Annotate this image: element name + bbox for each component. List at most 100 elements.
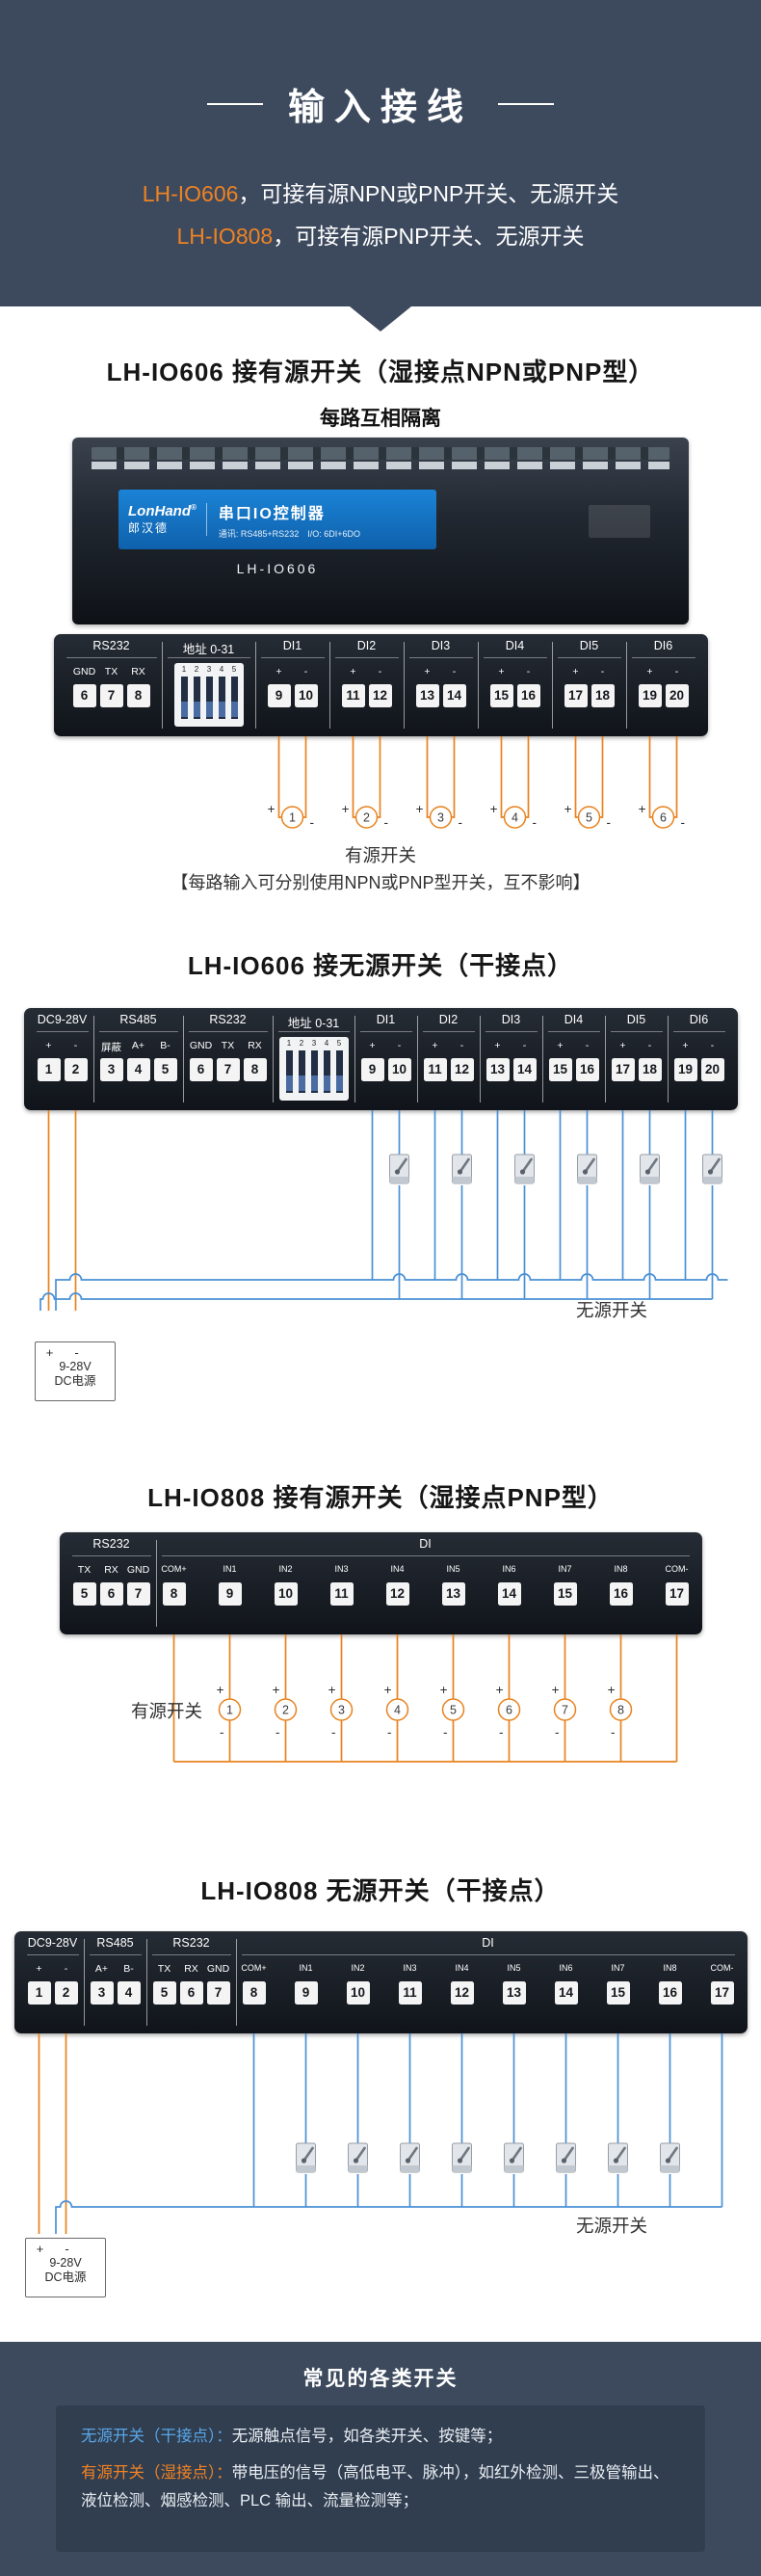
title-divider-right [498,102,554,105]
terminal-9: 9 [360,1058,384,1081]
bus-line-minus [39,1292,713,1311]
device-spec: 通讯: RS485+RS232 I/O: 6DI+6DO [218,528,360,539]
terminal-17: 17 [564,684,588,707]
active-switch-term: 有源开关（湿接点）： [81,2463,232,2482]
terminal-sub-label: A+ [94,1963,109,1975]
terminal-sub-label: + [350,666,356,677]
dip-number: 4 [219,665,224,674]
terminal-sub-label: GND [126,1564,150,1576]
terminal-sub-label: + [432,1040,438,1051]
dip-handle [298,1076,305,1091]
group-separator [625,642,627,729]
group-separator [604,1016,606,1102]
terminal-1: 1 [37,1058,61,1081]
dip-number: 2 [194,665,199,674]
switch-number: 2 [363,811,370,825]
toggle-switch-icon [514,1154,535,1184]
switch-number: 4 [512,811,518,825]
terminal-sub-label: 屏蔽 [101,1042,121,1053]
terminal-sub-label: IN3 [334,1564,349,1574]
group-separator [416,1016,418,1102]
terminal-18: 18 [638,1058,662,1081]
minus-sign: - [459,815,463,830]
plus-sign: + [639,802,646,816]
terminal-group: DI5+17-18 [553,634,626,736]
terminal-group: DC9-28V+1-2 [32,1008,93,1110]
dip-number: 1 [181,665,187,674]
terminal-9: 9 [294,1981,318,2005]
brand-name: LonHand [128,503,191,519]
terminal-20: 20 [665,684,689,707]
switch-circle [280,806,304,829]
terminal-sub-label: TX [157,1963,171,1975]
title-divider-left [206,102,263,105]
dip-slot [335,1050,343,1093]
toggle-switch-icon [504,2142,524,2173]
wiring-io808-passive [38,2033,723,2234]
power-plus: + [45,1345,54,1360]
wire-plus [648,736,653,818]
group-label: DC9-28V [37,1013,88,1026]
toggle-switch-icon [556,2142,576,2173]
group-label: RS232 [209,1013,247,1026]
bus-line [55,2200,722,2234]
group-separator [667,1016,669,1102]
terminal-13: 13 [441,1582,465,1606]
terminal-16: 16 [575,1058,599,1081]
terminal-sub-label: IN5 [446,1564,460,1574]
group-separator [477,642,479,729]
group-divider-line [277,1031,350,1032]
wire-plus [352,736,356,818]
terminal-sub-label: - [459,1040,464,1051]
terminal-13: 13 [502,1981,526,2005]
terminal-sub-label: GND [206,1963,230,1975]
group-label: RS232 [172,1936,210,1950]
device-connector-row [92,447,669,460]
terminal-sub-label: COM- [710,1963,734,1973]
section2-title: LH-IO606 接无源开关（干接点） [187,951,574,980]
dc-power-supply-2: +- 9-28V DC电源 [25,2238,106,2297]
group-separator [155,1540,157,1627]
passive-switch-desc: 无源触点信号，如各类开关、按键等； [231,2428,503,2445]
dip-handle [205,702,213,717]
dip-handle [285,1076,293,1091]
terminal-sub-label: B- [160,1040,171,1051]
minus-sign: - [499,1725,504,1739]
terminal-3: 3 [99,1058,123,1081]
terminal-sub-label: A+ [131,1040,145,1051]
group-separator [235,1939,237,2026]
terminal-12: 12 [385,1582,409,1606]
section3-title: LH-IO808 接有源开关（湿接点PNP型） [147,1483,614,1512]
dip-handle [310,1076,318,1091]
terminal-16: 16 [658,1981,682,2005]
terminal-14: 14 [554,1981,578,2005]
switch-number: 4 [394,1704,401,1717]
dip-number: 2 [299,1039,304,1048]
header-subtitle-1: LH-IO606，可接有源NPN或PNP开关、无源开关 [0,175,761,208]
bus-line-plus [55,1273,728,1311]
minus-sign: - [443,1725,448,1739]
group-divider-line [422,1031,475,1032]
toggle-switch-icon [348,2142,368,2173]
terminal-10: 10 [346,1981,370,2005]
terminal-15: 15 [553,1582,577,1606]
subtitle-1-text: ，可接有源NPN或PNP开关、无源开关 [238,181,619,206]
terminal-7: 7 [216,1058,240,1081]
terminal-sub-label: IN1 [223,1564,237,1574]
terminal-19: 19 [673,1058,697,1081]
terminal-sub-label: GND [189,1040,213,1051]
switch-circle [651,806,675,829]
terminal-group: DI3+13-14 [405,634,478,736]
terminal-11: 11 [423,1058,447,1081]
switch-number: 1 [226,1704,233,1717]
group-label: DI3 [501,1013,521,1026]
terminal-sub-label: - [397,1040,402,1051]
terminal-sub-label: IN3 [403,1963,417,1973]
terminal-sub-label: COM- [665,1564,689,1574]
terminal-20: 20 [700,1058,724,1081]
dip-column: 1 [283,1037,296,1101]
